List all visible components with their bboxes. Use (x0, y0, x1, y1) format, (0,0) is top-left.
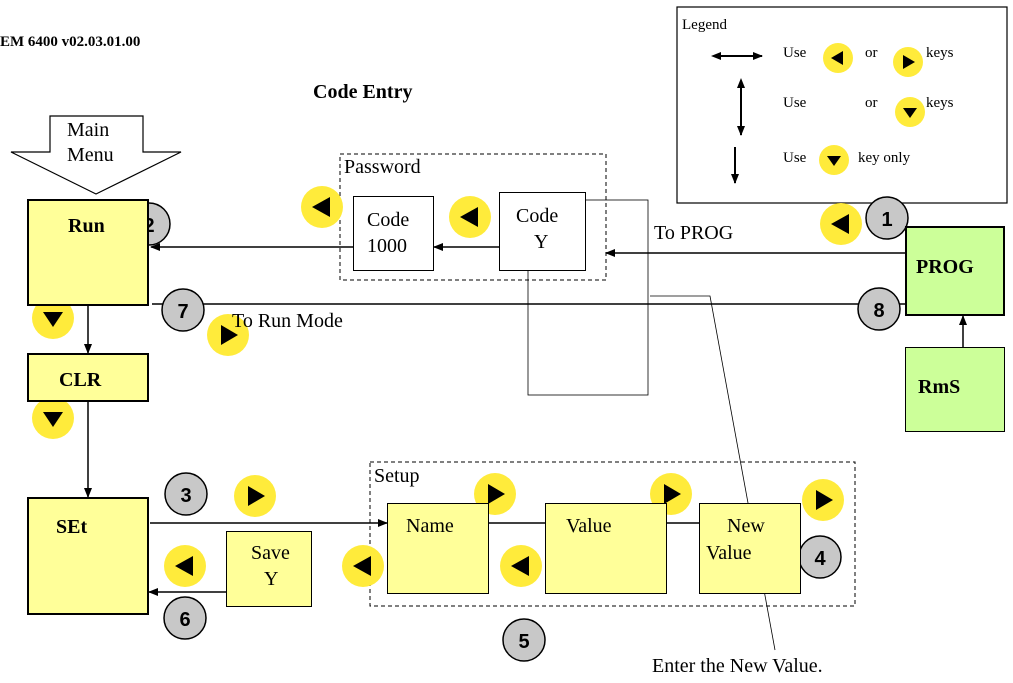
legend-use-2: Use (783, 95, 807, 111)
prog-box: PROG (905, 226, 1005, 316)
right-key-icon (234, 475, 276, 517)
code-1000-box: Code 1000 (353, 196, 434, 271)
callout-line (650, 295, 776, 651)
set-box: SEt (27, 497, 149, 615)
code-1000-line2: 1000 (367, 235, 407, 257)
down-key-icon (32, 297, 74, 339)
legend-or-2: or (865, 95, 878, 111)
setup-group-label: Setup (374, 465, 420, 487)
legend-keys-1: keys (926, 45, 954, 61)
main-menu-arrow-shape (10, 115, 182, 195)
name-label: Name (406, 515, 454, 537)
right-key-icon (802, 479, 844, 521)
left-key-icon (820, 203, 862, 245)
page-title: Code Entry (313, 81, 413, 103)
step-8-marker: 8 (857, 287, 901, 331)
legend-use-1: Use (783, 45, 807, 61)
step-4-marker: 4 (798, 535, 842, 579)
to-prog-label: To PROG (654, 222, 734, 244)
new-value-line2: Value (706, 542, 752, 564)
new-value-box: New Value (699, 503, 801, 594)
clr-box: CLR (27, 353, 149, 402)
legend-or-1: or (865, 45, 878, 61)
legend-right-key-icon (893, 47, 923, 77)
save-line2: Y (264, 568, 279, 590)
svg-text:8: 8 (873, 300, 884, 322)
code-1000-line1: Code (367, 209, 410, 231)
left-key-icon (449, 196, 491, 238)
save-y-box: Save Y (226, 531, 312, 607)
setup-group-frame (369, 461, 856, 607)
svg-text:5: 5 (518, 631, 529, 653)
value-box: Value (545, 503, 667, 594)
legend-title: Legend (682, 17, 727, 33)
step-5-marker: 5 (502, 618, 546, 662)
name-box: Name (387, 503, 489, 594)
svg-text:4: 4 (814, 548, 826, 570)
main-menu-label-1: Main (67, 119, 110, 141)
password-group-label: Password (344, 156, 421, 178)
svg-text:6: 6 (179, 609, 190, 631)
enter-new-value-label: Enter the New Value. (652, 655, 823, 677)
step-6-marker: 6 (163, 596, 207, 640)
overlay-frame (527, 199, 649, 396)
code-y-line2: Y (534, 231, 549, 253)
version-label: EM 6400 v02.03.01.00 (0, 34, 141, 50)
step-3-marker: 3 (164, 472, 208, 516)
legend-left-key-icon (823, 43, 853, 73)
rms-label: RmS (918, 376, 961, 398)
step-7-marker: 7 (161, 288, 205, 332)
code-y-line1: Code (516, 205, 559, 227)
prog-label: PROG (916, 256, 974, 278)
legend-key-only: key only (858, 150, 911, 166)
left-key-icon (342, 545, 384, 587)
legend-down-key-icon (895, 97, 925, 127)
main-menu-label-2: Menu (67, 144, 114, 166)
save-line1: Save (251, 542, 290, 564)
legend-frame (676, 6, 1008, 204)
svg-text:3: 3 (180, 485, 191, 507)
to-run-mode-label: To Run Mode (232, 310, 343, 332)
svg-text:1: 1 (881, 209, 892, 231)
svg-text:7: 7 (177, 301, 188, 323)
left-key-icon (301, 186, 343, 228)
down-key-icon (32, 397, 74, 439)
svg-text:2: 2 (143, 215, 154, 237)
legend-keys-2: keys (926, 95, 954, 111)
rms-box: RmS (905, 347, 1005, 432)
code-y-box: Code Y (499, 192, 586, 271)
legend-use-3: Use (783, 150, 807, 166)
value-label: Value (566, 515, 612, 537)
set-label: SEt (56, 516, 88, 538)
run-label: Run (68, 215, 105, 237)
left-key-icon (500, 545, 542, 587)
clr-label: CLR (59, 369, 102, 391)
right-key-icon (207, 314, 249, 356)
legend-down-key-icon (819, 145, 849, 175)
left-key-icon (164, 545, 206, 587)
new-value-line1: New (727, 515, 765, 537)
run-box: Run (27, 199, 149, 306)
step-1-marker: 1 (865, 196, 909, 240)
